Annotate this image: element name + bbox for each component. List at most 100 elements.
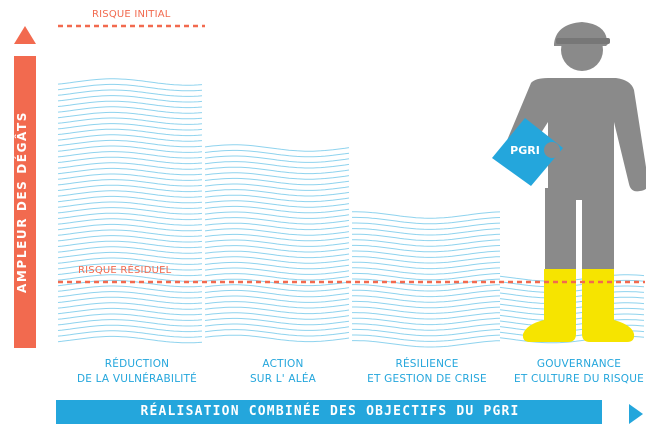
wave-line: [204, 284, 350, 292]
right-arrow-icon: [629, 404, 643, 424]
wave-line: [57, 162, 203, 170]
wave-line: [57, 307, 203, 316]
wave-line: [352, 340, 501, 348]
wave-line: [57, 179, 203, 187]
wave-line: [352, 239, 501, 247]
wave-line: [204, 289, 350, 298]
wave-line: [57, 111, 203, 120]
wave-line: [57, 100, 203, 109]
wave-line: [204, 189, 350, 197]
right-leg: [582, 188, 614, 281]
wave-line: [57, 335, 203, 344]
wave-line: [57, 285, 203, 293]
wave-line: [204, 301, 350, 309]
person-torso: [502, 78, 646, 200]
wave-line: [352, 328, 501, 337]
wave-line: [352, 317, 501, 326]
wave-line: [204, 312, 350, 320]
wave-line: [352, 295, 501, 303]
wave-line: [57, 291, 203, 299]
wave-line: [57, 134, 203, 142]
wave-line: [57, 78, 203, 86]
column-label-vulnerability: RÉDUCTION DE LA VULNÉRABILITÉ: [62, 357, 212, 387]
wave-line: [204, 177, 350, 186]
wave-line: [352, 267, 501, 275]
wave-line: [57, 106, 203, 114]
wave-line: [352, 256, 501, 264]
wave-line: [204, 306, 350, 315]
y-axis-bar: [14, 56, 36, 348]
wave-line: [57, 128, 203, 137]
wave-line: [57, 296, 203, 305]
y-axis-label: AMPLEUR DES DÉGÂTS: [8, 56, 36, 348]
wave-line: [204, 323, 350, 331]
wave-line: [204, 273, 350, 281]
wave-line: [204, 267, 350, 275]
wave-line: [57, 117, 203, 125]
column-label-hazard: ACTION SUR L' ALÉA: [208, 357, 358, 387]
wave-line: [204, 295, 350, 303]
wave-line: [204, 161, 350, 169]
initial-risk-label: RISQUE INITIAL: [92, 9, 171, 20]
wave-line: [204, 256, 350, 264]
wave-line: [57, 167, 203, 176]
wave-line: [204, 183, 350, 191]
wave-line: [204, 334, 350, 343]
wave-line: [57, 151, 203, 159]
wave-line: [204, 250, 350, 259]
wave-line: [204, 166, 350, 175]
wave-line: [352, 334, 501, 342]
residual-risk-label: RISQUE RÉSIDUEL: [78, 265, 172, 276]
wave-line: [204, 239, 350, 247]
wave-line: [57, 235, 203, 243]
wave-line: [204, 329, 350, 337]
wave-line: [57, 195, 203, 204]
column-label-line: DE LA VULNÉRABILITÉ: [76, 373, 198, 385]
wave-line: [57, 139, 203, 148]
wave-line: [204, 172, 350, 180]
column-label-line: ET CULTURE DU RISQUE: [514, 373, 644, 385]
wave-line: [57, 251, 203, 260]
wave-line: [57, 156, 203, 165]
wave-line: [204, 228, 350, 236]
wave-line: [204, 211, 350, 219]
wave-line: [204, 261, 350, 270]
wave-line: [204, 233, 350, 242]
x-axis-label: RÉALISATION COMBINÉE DES OBJECTIFS DU PG…: [140, 404, 520, 419]
y-axis-label-text: AMPLEUR DES DÉGÂTS: [15, 111, 29, 293]
wave-line: [204, 217, 350, 225]
wave-line: [57, 123, 203, 131]
wave-line: [57, 207, 203, 215]
wave-line: [57, 212, 203, 221]
column-label-resilience: RÉSILIENCE ET GESTION DE CRISE: [352, 357, 502, 387]
wave-line: [352, 284, 501, 292]
column-label-line: RÉSILIENCE: [395, 358, 459, 370]
up-arrow-icon: [14, 26, 36, 44]
wave-line: [57, 302, 203, 310]
wave-line: [57, 83, 203, 92]
column-label-line: SUR L' ALÉA: [249, 373, 317, 385]
x-axis-bar: [56, 400, 602, 424]
wave-line: [57, 324, 203, 333]
wave-line: [57, 257, 203, 265]
wave-line: [57, 173, 203, 181]
wave-line: [352, 300, 501, 309]
wave-line: [57, 319, 203, 327]
person-hand: [544, 142, 560, 158]
cap-brim: [556, 38, 610, 44]
wave-line: [204, 205, 350, 214]
wave-line: [57, 330, 203, 338]
wave-line: [204, 144, 350, 152]
wave-line: [352, 261, 501, 270]
wave-line: [352, 216, 501, 225]
wave-line: [352, 228, 501, 236]
pgri-badge-text: PGRI: [510, 144, 540, 157]
wave-line: [204, 200, 350, 208]
wave-line: [352, 222, 501, 230]
pgri-document-icon: [492, 118, 563, 186]
wave-line: [352, 233, 501, 242]
column-label-line: ACTION: [262, 358, 304, 370]
wave-line: [57, 268, 203, 277]
wave-line: [352, 250, 501, 258]
